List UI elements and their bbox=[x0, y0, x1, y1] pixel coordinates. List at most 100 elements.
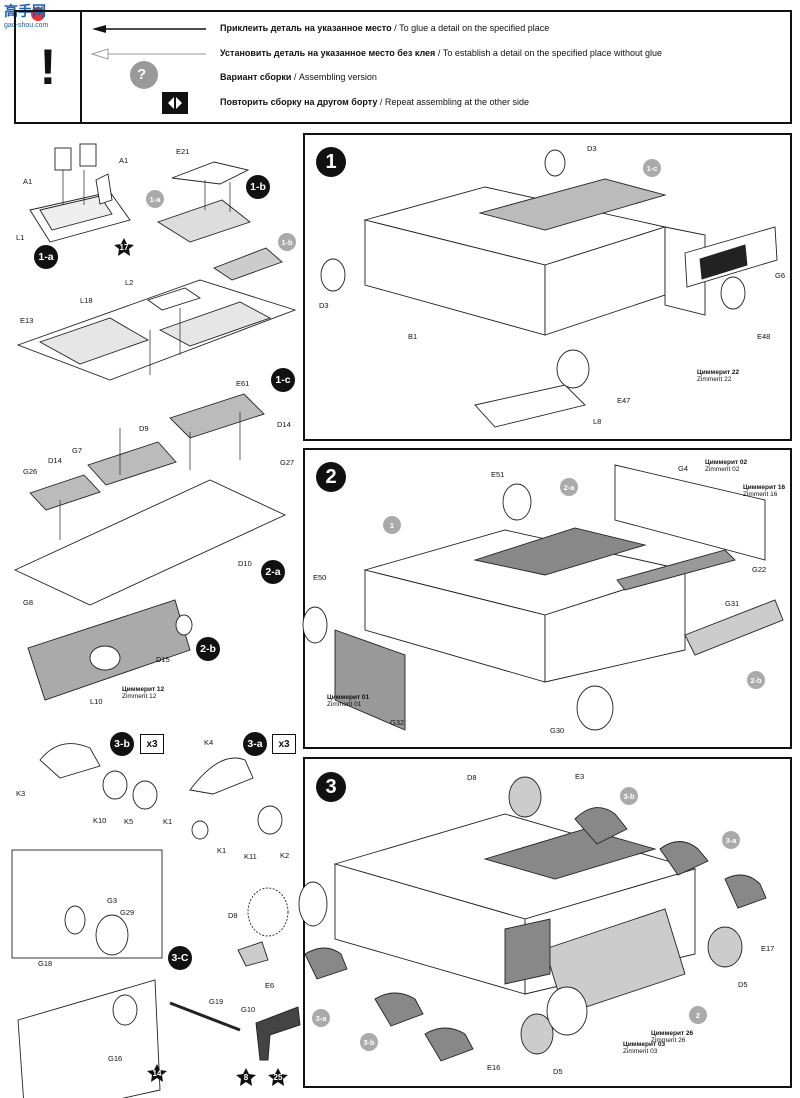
arm-k4 bbox=[189, 757, 254, 795]
legend-symbols bbox=[90, 25, 206, 114]
step-1a-ref: 1-a bbox=[146, 190, 164, 208]
repeat-x3-3a: x3 bbox=[272, 734, 296, 754]
label-d10: D10 bbox=[238, 559, 252, 568]
step-3c-marker: 3-C bbox=[168, 946, 192, 970]
label-k3: K3 bbox=[16, 789, 26, 798]
label-e48: E48 bbox=[757, 332, 771, 341]
label-g19: G19 bbox=[209, 997, 224, 1006]
label-g3: G3 bbox=[107, 896, 118, 905]
label-e21: E21 bbox=[176, 147, 190, 156]
label-g27: G27 bbox=[280, 458, 295, 467]
step-1-drawing bbox=[320, 149, 778, 428]
label-l8: L8 bbox=[593, 417, 602, 426]
label-g6: G6 bbox=[775, 271, 786, 280]
step-3-drawing bbox=[298, 776, 767, 1062]
label-k5: K5 bbox=[124, 817, 134, 826]
step-1c-marker: 1-c bbox=[271, 368, 295, 392]
label-l2: L2 bbox=[125, 278, 134, 287]
label-d14-left: D14 bbox=[48, 456, 62, 465]
inset-g18 bbox=[11, 849, 163, 959]
star-callout-8: 8 bbox=[236, 1068, 256, 1086]
label-d9: D9 bbox=[139, 424, 149, 433]
label-k1-a: K1 bbox=[163, 817, 173, 826]
label-l10: L10 bbox=[90, 697, 103, 706]
star-icon bbox=[268, 1068, 288, 1086]
glue-arrow-icon bbox=[92, 25, 106, 33]
repeat-x3-3b: x3 bbox=[140, 734, 164, 754]
label-g31: G31 bbox=[725, 599, 740, 608]
plate-g16 bbox=[17, 979, 161, 1098]
repeat-other-side-icon bbox=[162, 92, 188, 114]
label-d3-left: D3 bbox=[319, 301, 329, 310]
legend-row-glue: Приклеить деталь на указанное место / To… bbox=[220, 23, 550, 33]
legend-row-version: Вариант сборки / Assembling version bbox=[220, 72, 377, 82]
step-3-number: 3 bbox=[316, 772, 346, 802]
plate-2b bbox=[684, 599, 784, 656]
step-3b-ref-top: 3-b bbox=[620, 787, 638, 805]
part-a1-left bbox=[54, 147, 72, 171]
attention-mark: ! bbox=[16, 12, 82, 122]
step-2a-ref: 2-a bbox=[560, 478, 578, 496]
label-e17: E17 bbox=[761, 944, 775, 953]
label-a1-left: A1 bbox=[23, 177, 33, 186]
label-g18: G18 bbox=[38, 959, 53, 968]
watermark-logo: 高手网 gao-shou.com bbox=[0, 0, 72, 34]
step-1b-marker: 1-b bbox=[246, 175, 270, 199]
left-subassembly-drawings bbox=[11, 143, 301, 1098]
label-e3: E3 bbox=[575, 772, 585, 781]
label-e51: E51 bbox=[491, 470, 505, 479]
engine-grilles bbox=[473, 527, 647, 576]
legend-row-no-glue: Установить деталь на указанное место без… bbox=[220, 48, 662, 58]
label-e13: E13 bbox=[20, 316, 34, 325]
label-d3-top: D3 bbox=[587, 144, 597, 153]
step-2-number: 2 bbox=[316, 462, 346, 492]
label-a1-right: A1 bbox=[119, 156, 129, 165]
step-3-panel: 3 3-b 3-a 3-a 3-b 2 D8 E3 E17 D5 D5 E16 … bbox=[298, 757, 792, 1088]
label-g32: G32 bbox=[390, 718, 405, 727]
label-g22: G22 bbox=[752, 565, 767, 574]
step-3b-marker: 3-b bbox=[110, 732, 134, 756]
label-g7: G7 bbox=[72, 446, 83, 455]
star-icon bbox=[236, 1068, 256, 1086]
star-callout-14: 14 bbox=[147, 1064, 167, 1082]
plate-g22 bbox=[616, 549, 736, 591]
question-mark: ? bbox=[137, 66, 147, 83]
label-g4: G4 bbox=[678, 464, 689, 473]
no-glue-arrow-icon bbox=[90, 48, 109, 60]
step-1c-ref: 1-c bbox=[643, 159, 661, 177]
step-1-number: 1 bbox=[316, 147, 346, 177]
plate-g32 bbox=[334, 629, 406, 731]
label-k10: K10 bbox=[93, 816, 107, 825]
label-e16: E16 bbox=[487, 1063, 501, 1072]
label-g26: G26 bbox=[23, 467, 38, 476]
step-2-ref: 2 bbox=[689, 1006, 707, 1024]
deck-g8 bbox=[13, 479, 287, 606]
label-d8-top: D8 bbox=[467, 773, 477, 782]
step-1a-marker: 1-a bbox=[34, 245, 58, 269]
logo-graphic bbox=[2, 2, 70, 32]
question-icon bbox=[130, 61, 158, 89]
step-3b-ref-left: 3-b bbox=[360, 1033, 378, 1051]
label-d8-left: D8 bbox=[228, 911, 238, 920]
label-d5-bottom: D5 bbox=[553, 1067, 563, 1076]
label-e6: E6 bbox=[265, 981, 275, 990]
legend-box: ! ? Приклеить деталь на указанное место … bbox=[14, 10, 792, 124]
step-3a-ref-left: 3-a bbox=[312, 1009, 330, 1027]
label-g30: G30 bbox=[550, 726, 565, 735]
star-icon bbox=[114, 238, 134, 256]
label-k11: K11 bbox=[244, 852, 257, 861]
label-d5-right: D5 bbox=[738, 980, 748, 989]
step-1-panel: 1 1-c D3 D3 G6 E48 B1 E47 L8 Циммерит 22… bbox=[303, 133, 792, 441]
label-k2: K2 bbox=[280, 851, 290, 860]
star-callout-25: 25 bbox=[268, 1068, 288, 1086]
engine-deck-1c bbox=[478, 178, 667, 231]
step-2-drawing bbox=[302, 464, 784, 731]
step-3a-ref-right: 3-a bbox=[722, 831, 740, 849]
step-1-ref: 1 bbox=[383, 516, 401, 534]
